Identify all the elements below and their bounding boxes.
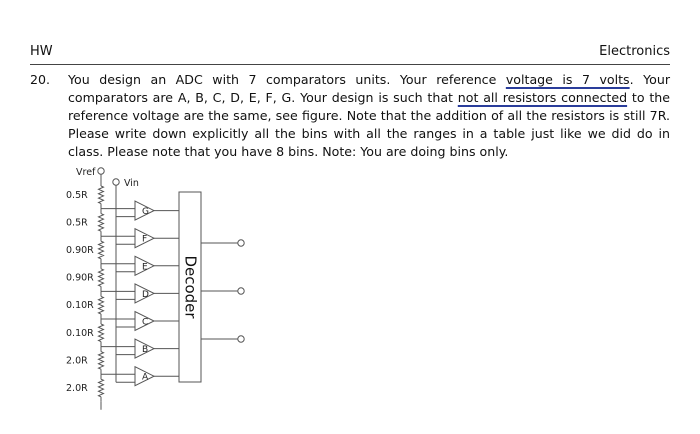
comparator-label-C: C	[142, 318, 148, 328]
comparator-B	[134, 338, 156, 359]
problem-text: You design an ADC with 7 comparators uni…	[68, 71, 670, 161]
comparator-label-D: D	[142, 290, 149, 300]
problem-number: 20.	[30, 72, 51, 87]
resistor-label-8: 2.0R	[66, 383, 88, 394]
resistor-3	[97, 240, 105, 260]
vref-label: Vref	[76, 167, 96, 178]
resistor-label-7: 2.0R	[66, 355, 88, 366]
comparator-E	[134, 255, 156, 277]
header-rule	[30, 64, 670, 65]
header-right: Electronics	[599, 44, 670, 59]
decoder-output-3	[237, 335, 245, 343]
comparator-G	[134, 200, 156, 221]
resistor-5	[97, 295, 105, 315]
comparator-label-A: A	[142, 373, 149, 383]
resistor-2	[97, 213, 105, 232]
problem-text-3: to the reference voltage are the same, s…	[68, 90, 670, 159]
comparator-label-F: F	[142, 235, 147, 245]
comparator-F	[134, 227, 156, 249]
resistor-4	[97, 268, 105, 287]
resistor-6	[97, 323, 105, 343]
resistor-label-6: 0.10R	[66, 328, 94, 339]
vref-terminal	[97, 167, 105, 175]
decoder-label: Decoder	[182, 255, 200, 319]
resistor-label-5: 0.10R	[66, 300, 94, 311]
underlined-resistors: not all resistors connected	[457, 90, 628, 105]
comparator-label-G: G	[142, 207, 149, 217]
comparator-D	[134, 283, 156, 304]
problem-statement: 20. You design an ADC with 7 comparators…	[30, 71, 670, 161]
comparator-label-E: E	[142, 262, 148, 272]
problem-text-1: You design an ADC with 7 comparators uni…	[68, 72, 506, 87]
comparator-A	[134, 365, 156, 387]
resistor-label-2: 0.5R	[66, 217, 88, 228]
page-header: HW Electronics	[30, 44, 670, 62]
vin-label: Vin	[124, 178, 139, 189]
comparator-C	[134, 310, 156, 332]
comparator-label-B: B	[142, 345, 148, 355]
problem-text-2: . Your comparators are A, B, C, D, E, F,…	[68, 72, 671, 105]
resistor-label-1: 0.5R	[66, 190, 88, 201]
vin-terminal	[112, 178, 120, 186]
decoder-block	[178, 191, 202, 383]
underlined-voltage: voltage is 7 volts	[505, 72, 630, 87]
resistor-7	[97, 351, 105, 370]
decoder-output-2	[237, 287, 245, 295]
resistor-1	[97, 185, 105, 205]
resistor-label-4: 0.90R	[66, 273, 94, 284]
resistor-label-3: 0.90R	[66, 245, 94, 256]
header-left: HW	[30, 44, 53, 59]
resistor-8	[97, 378, 105, 398]
decoder-output-1	[237, 239, 245, 247]
